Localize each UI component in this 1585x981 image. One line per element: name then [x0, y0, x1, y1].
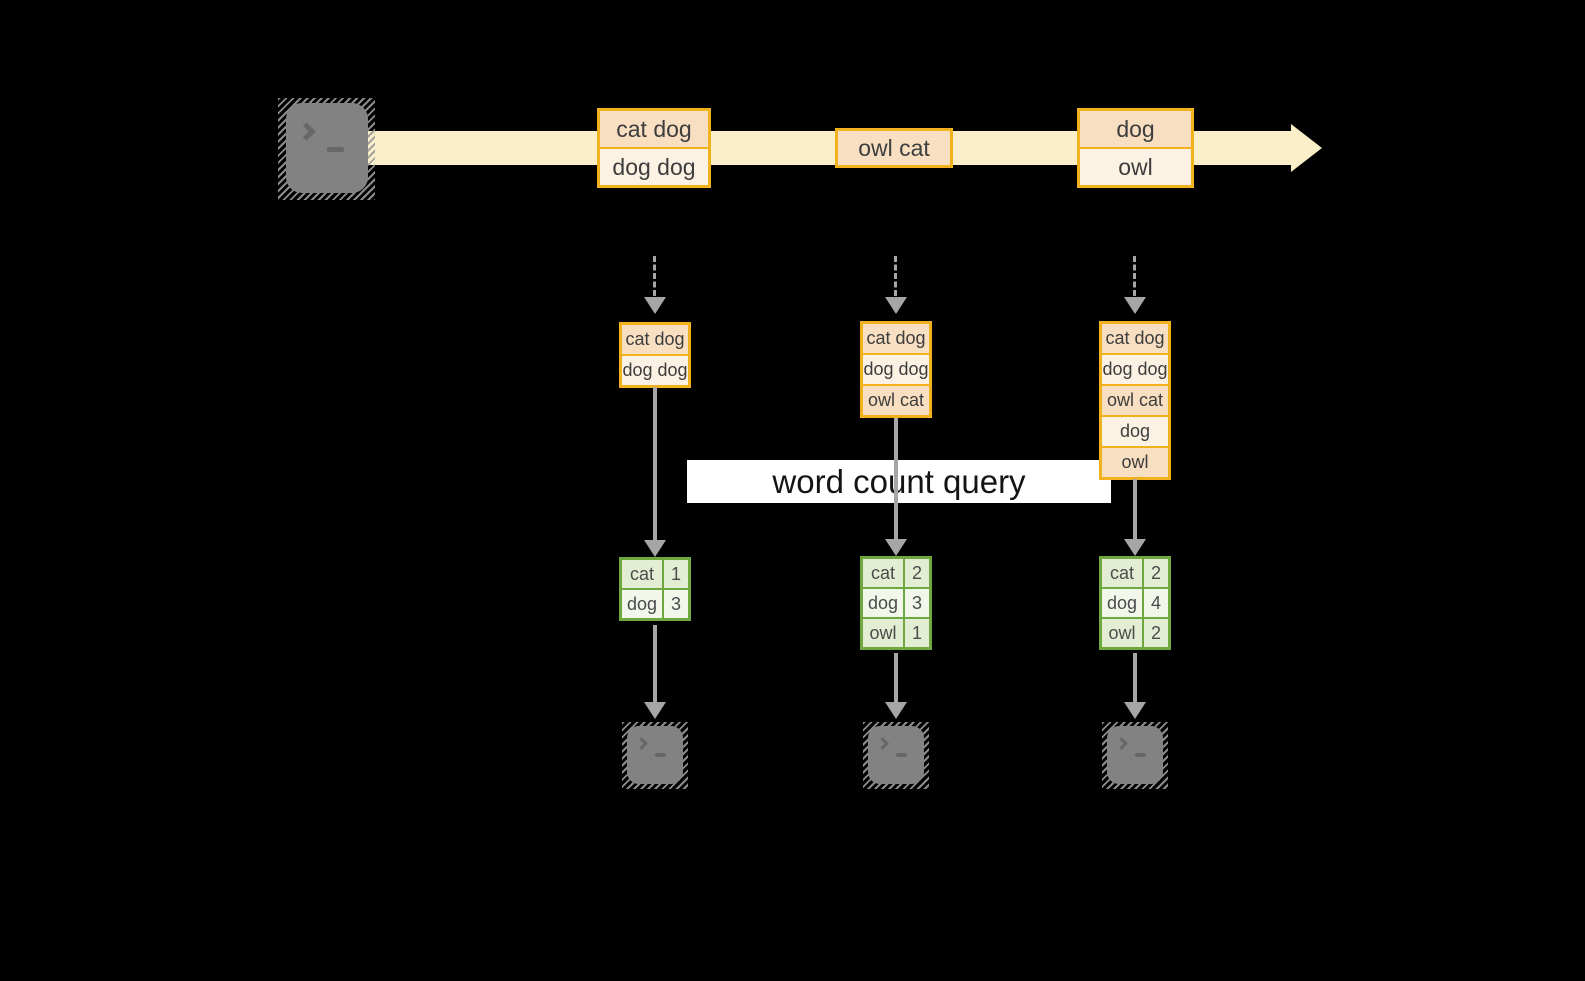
- connector-line: [894, 418, 898, 541]
- terminal-prompt-chevron-icon: [1115, 737, 1128, 750]
- connector-arrowhead: [644, 540, 666, 557]
- terminal-prompt-underscore-icon: [1135, 753, 1146, 757]
- table-row: dog 3: [622, 590, 688, 618]
- batch-row: owl: [1080, 149, 1191, 185]
- connector-line: [653, 625, 657, 703]
- table-row: owl 2: [1102, 619, 1168, 647]
- count-cell: 4: [1144, 589, 1168, 617]
- query-label-band: word count query: [687, 460, 1111, 503]
- count-cell: 3: [905, 589, 929, 617]
- table-row: dog 3: [863, 589, 929, 617]
- query-label: word count query: [772, 462, 1026, 500]
- connector-line: [653, 387, 657, 541]
- count-cell: 3: [664, 590, 688, 618]
- trigger-arrow-line: [653, 256, 656, 296]
- trigger-arrow-line: [1133, 256, 1136, 296]
- sink-terminal-icon: [1107, 726, 1163, 784]
- trigger-arrowhead: [644, 297, 666, 314]
- connector-arrowhead: [1124, 539, 1146, 556]
- word-cell: owl: [863, 619, 903, 647]
- stream-arrowhead: [1291, 124, 1322, 172]
- state-row: cat dog: [863, 324, 929, 353]
- batch-row: cat dog: [600, 111, 708, 147]
- word-cell: cat: [1102, 559, 1142, 587]
- trigger-arrowhead: [885, 297, 907, 314]
- state-stack-2: cat dog dog dog owl cat: [860, 321, 932, 418]
- table-row: dog 4: [1102, 589, 1168, 617]
- count-cell: 2: [905, 559, 929, 587]
- count-cell: 1: [664, 560, 688, 588]
- word-cell: cat: [622, 560, 662, 588]
- table-row: cat 2: [1102, 559, 1168, 587]
- sink-terminal-icon: [627, 726, 683, 784]
- table-row: cat 1: [622, 560, 688, 588]
- state-row: owl cat: [1102, 386, 1168, 415]
- connector-line: [1133, 653, 1137, 703]
- terminal-prompt-chevron-icon: [297, 122, 316, 141]
- batch-row: dog dog: [600, 149, 708, 185]
- connector-line: [894, 653, 898, 703]
- connector-line: [1133, 479, 1137, 541]
- source-terminal-icon: [286, 103, 368, 193]
- trigger-arrow-line: [894, 256, 897, 296]
- state-row: dog dog: [622, 356, 688, 385]
- connector-arrowhead: [885, 539, 907, 556]
- stream-batch-2: owl cat: [835, 128, 953, 168]
- result-table-1: cat 1 dog 3: [619, 557, 691, 621]
- word-cell: owl: [1102, 619, 1142, 647]
- count-cell: 2: [1144, 619, 1168, 647]
- result-table-3: cat 2 dog 4 owl 2: [1099, 556, 1171, 650]
- connector-arrowhead: [885, 702, 907, 719]
- connector-arrowhead: [1124, 702, 1146, 719]
- stream-batch-1: cat dog dog dog: [597, 108, 711, 188]
- sink-terminal-icon: [868, 726, 924, 784]
- state-stack-1: cat dog dog dog: [619, 322, 691, 388]
- count-cell: 1: [905, 619, 929, 647]
- terminal-prompt-underscore-icon: [896, 753, 907, 757]
- word-cell: dog: [863, 589, 903, 617]
- terminal-prompt-underscore-icon: [327, 147, 344, 152]
- state-row: owl: [1102, 448, 1168, 477]
- state-row: cat dog: [622, 325, 688, 354]
- trigger-arrowhead: [1124, 297, 1146, 314]
- state-row: cat dog: [1102, 324, 1168, 353]
- table-row: cat 2: [863, 559, 929, 587]
- state-row: dog: [1102, 417, 1168, 446]
- state-row: dog dog: [1102, 355, 1168, 384]
- count-cell: 2: [1144, 559, 1168, 587]
- connector-arrowhead: [644, 702, 666, 719]
- terminal-prompt-chevron-icon: [635, 737, 648, 750]
- word-cell: dog: [622, 590, 662, 618]
- batch-row: dog: [1080, 111, 1191, 147]
- word-cell: dog: [1102, 589, 1142, 617]
- batch-row: owl cat: [838, 131, 950, 165]
- terminal-prompt-chevron-icon: [876, 737, 889, 750]
- state-stack-3: cat dog dog dog owl cat dog owl: [1099, 321, 1171, 480]
- word-cell: cat: [863, 559, 903, 587]
- terminal-prompt-underscore-icon: [655, 753, 666, 757]
- stream-batch-3: dog owl: [1077, 108, 1194, 188]
- table-row: owl 1: [863, 619, 929, 647]
- state-row: owl cat: [863, 386, 929, 415]
- result-table-2: cat 2 dog 3 owl 1: [860, 556, 932, 650]
- state-row: dog dog: [863, 355, 929, 384]
